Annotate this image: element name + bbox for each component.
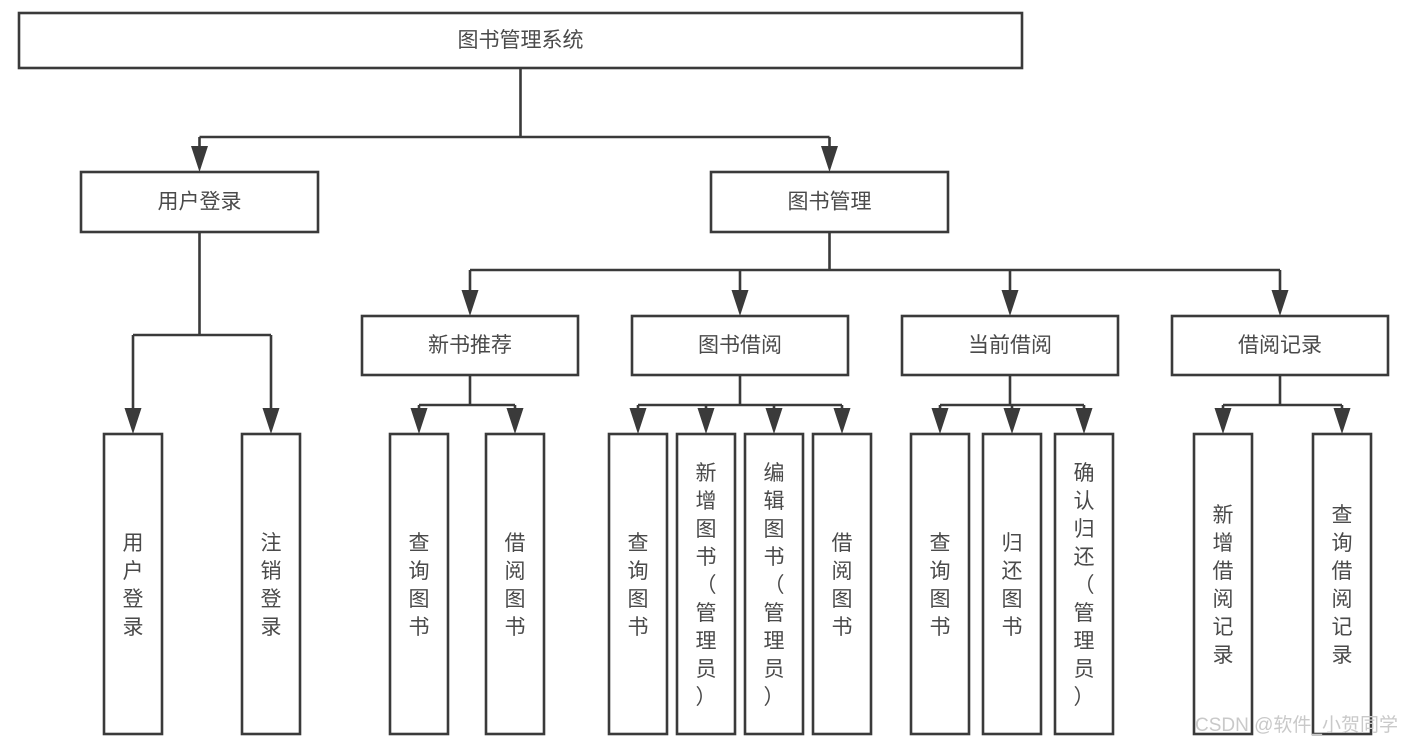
node-leaf-borrow-book-rec[interactable]: 借阅图书 [484, 432, 546, 736]
arrow-head-icon [262, 408, 280, 434]
node-box [1053, 432, 1115, 736]
node-leaf-query-book-cur[interactable]: 查询图书 [909, 432, 971, 736]
node-leaf-logout[interactable]: 注销登录 [240, 432, 302, 736]
node-current-borrow[interactable]: 当前借阅 [900, 314, 1120, 377]
watermark-layer: CSDN @软件_小贺同学 [1195, 714, 1398, 736]
node-box [79, 170, 320, 234]
node-label: 借阅图书 [832, 532, 853, 639]
node-box [1311, 432, 1373, 736]
node-box [360, 314, 580, 377]
node-label: 图书借阅 [698, 334, 782, 357]
node-leaf-edit-book[interactable]: 编辑图书（管理员） [743, 432, 805, 736]
node-borrow-record[interactable]: 借阅记录 [1170, 314, 1390, 377]
node-book-borrow[interactable]: 图书借阅 [630, 314, 850, 377]
node-box [675, 432, 737, 736]
node-user-login[interactable]: 用户登录 [79, 170, 320, 234]
node-label: 新书推荐 [428, 334, 512, 357]
node-leaf-return-book[interactable]: 归还图书 [981, 432, 1043, 736]
arrow-head-icon [821, 146, 838, 172]
node-box [811, 432, 873, 736]
node-box [484, 432, 546, 736]
node-label: 确认归还（管理员） [1074, 462, 1095, 709]
node-box [17, 11, 1024, 70]
node-leaf-add-book[interactable]: 新增图书（管理员） [675, 432, 737, 736]
arrow-head-icon [1214, 408, 1232, 434]
node-label: 查询图书 [409, 532, 430, 639]
arrow-head-icon [191, 146, 208, 172]
node-book-manage[interactable]: 图书管理 [709, 170, 950, 234]
node-label: 查询借阅记录 [1332, 504, 1353, 667]
node-root[interactable]: 图书管理系统 [17, 11, 1024, 70]
node-label: 编辑图书（管理员） [764, 462, 785, 709]
arrow-head-icon [506, 408, 524, 434]
arrow-head-icon [1333, 408, 1351, 434]
connector-layer [124, 68, 1351, 434]
node-label: 用户登录 [123, 532, 144, 639]
arrow-head-icon [697, 408, 715, 434]
node-box [388, 432, 450, 736]
arrow-head-icon [731, 290, 749, 316]
node-layer: 图书管理系统用户登录图书管理新书推荐图书借阅当前借阅借阅记录用户登录注销登录查询… [17, 11, 1390, 736]
arrow-head-icon [1001, 290, 1019, 316]
node-leaf-query-book-borrow[interactable]: 查询图书 [607, 432, 669, 736]
node-leaf-confirm-return[interactable]: 确认归还（管理员） [1053, 432, 1115, 736]
node-label: 图书管理系统 [458, 29, 584, 52]
node-new-book-recommend[interactable]: 新书推荐 [360, 314, 580, 377]
node-box [1192, 432, 1254, 736]
arrow-head-icon [833, 408, 851, 434]
node-box [900, 314, 1120, 377]
node-box [607, 432, 669, 736]
arrow-head-icon [931, 408, 949, 434]
node-box [909, 432, 971, 736]
node-label: 借阅记录 [1238, 334, 1322, 357]
node-box [240, 432, 302, 736]
node-box [981, 432, 1043, 736]
node-leaf-borrow-book[interactable]: 借阅图书 [811, 432, 873, 736]
node-label: 图书管理 [788, 191, 872, 214]
node-box [102, 432, 164, 736]
node-label: 借阅图书 [505, 532, 526, 639]
node-box [630, 314, 850, 377]
arrow-head-icon [124, 408, 142, 434]
node-label: 查询图书 [628, 532, 649, 639]
csdn-watermark: CSDN @软件_小贺同学 [1195, 714, 1398, 736]
arrow-head-icon [461, 290, 479, 316]
node-label: 查询图书 [930, 532, 951, 639]
node-leaf-query-record[interactable]: 查询借阅记录 [1311, 432, 1373, 736]
node-label: 新增借阅记录 [1213, 504, 1234, 667]
node-label: 新增图书（管理员） [696, 462, 717, 709]
node-leaf-add-record[interactable]: 新增借阅记录 [1192, 432, 1254, 736]
node-leaf-user-login[interactable]: 用户登录 [102, 432, 164, 736]
arrow-head-icon [629, 408, 647, 434]
arrow-head-icon [1003, 408, 1021, 434]
node-box [1170, 314, 1390, 377]
node-box [743, 432, 805, 736]
node-label: 用户登录 [158, 191, 242, 214]
arrow-head-icon [410, 408, 428, 434]
node-label: 注销登录 [261, 532, 282, 639]
arrow-head-icon [1075, 408, 1093, 434]
node-leaf-query-book-rec[interactable]: 查询图书 [388, 432, 450, 736]
arrow-head-icon [765, 408, 783, 434]
node-box [709, 170, 950, 234]
arrow-head-icon [1271, 290, 1289, 316]
node-label: 归还图书 [1002, 532, 1023, 639]
node-label: 当前借阅 [968, 334, 1052, 357]
